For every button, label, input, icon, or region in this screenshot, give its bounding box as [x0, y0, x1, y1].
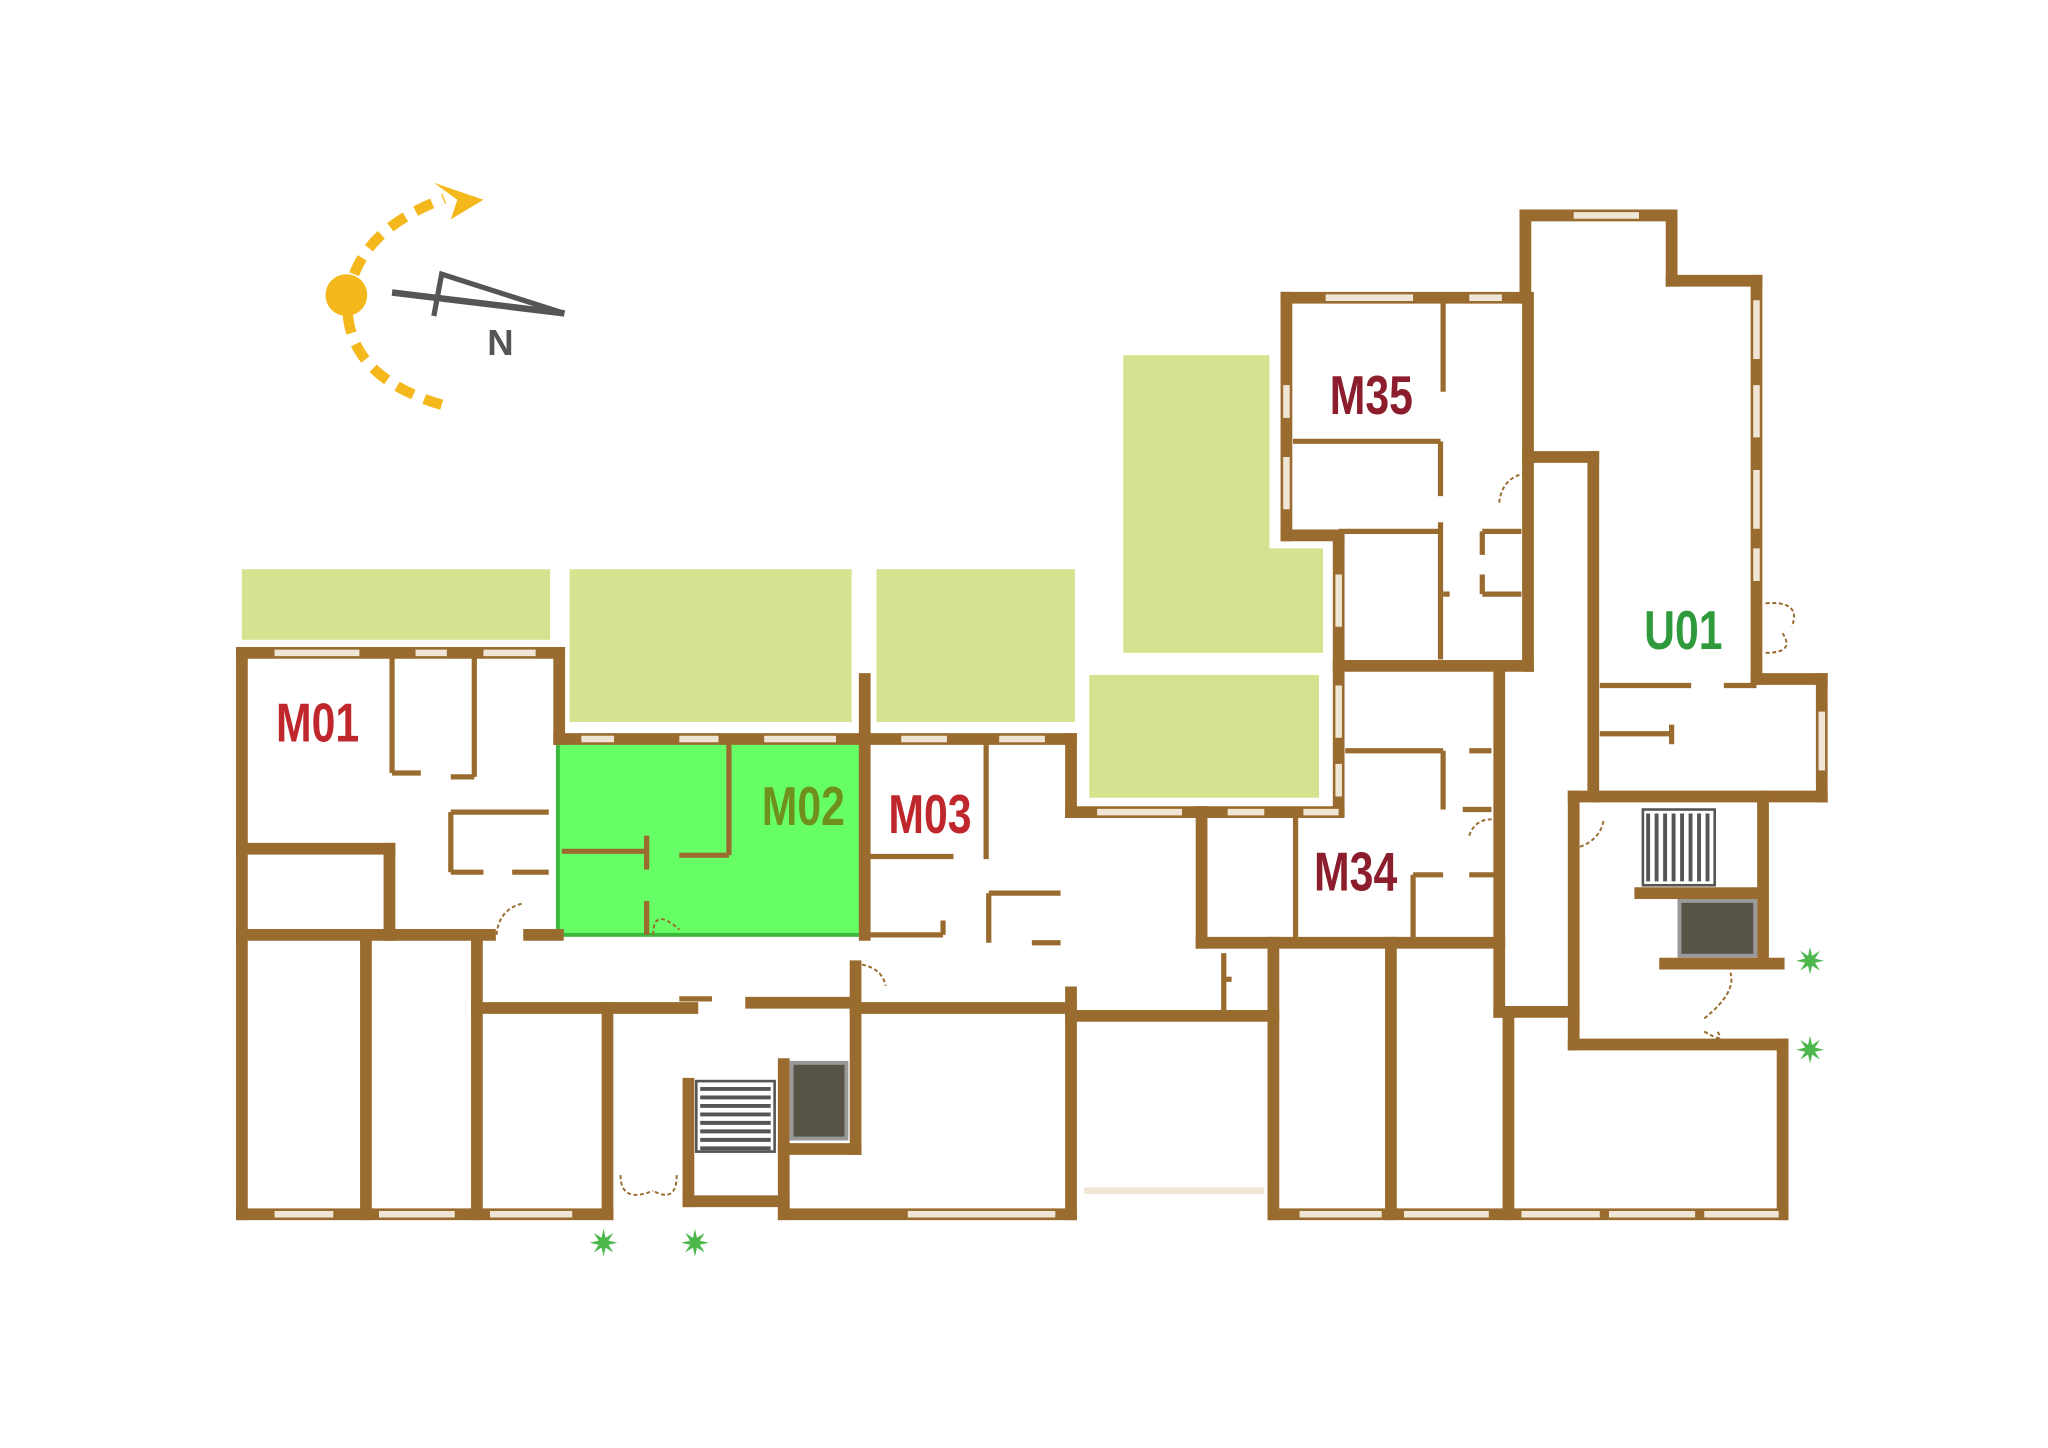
plant-icon: ✷: [680, 1222, 711, 1265]
unit-label-m35[interactable]: M35: [1330, 365, 1413, 426]
garden-area: [876, 569, 1075, 723]
interior-walls: [389, 297, 1757, 1012]
doors: [495, 471, 1796, 1196]
north-arrow-icon: [391, 270, 566, 317]
sun-icon: [325, 274, 368, 316]
unit-m02-highlight[interactable]: [555, 737, 867, 937]
garden-area: [241, 569, 551, 640]
sun-path-icon: [342, 193, 447, 410]
plant-icon: ✷: [1795, 1029, 1826, 1072]
plant-icon: ✷: [1795, 940, 1826, 983]
unit-label-m01[interactable]: M01: [276, 693, 359, 754]
unit-label-m02[interactable]: M02: [762, 776, 845, 837]
unit-label-m03[interactable]: M03: [888, 784, 971, 845]
entrance-plants: ✷ ✷ ✷ ✷: [588, 940, 1825, 1265]
unit-label-u01[interactable]: U01: [1644, 600, 1722, 661]
garden-area: [569, 569, 852, 723]
plant-icon: ✷: [588, 1222, 619, 1265]
gardens: [241, 355, 1324, 798]
elevator: [789, 1060, 849, 1141]
garden-area: [1089, 675, 1320, 798]
windows: [274, 212, 1826, 1218]
sun-arrow-icon: [433, 182, 484, 220]
garden-area: [1123, 355, 1324, 653]
north-label: N: [487, 322, 513, 363]
compass: N: [325, 182, 566, 410]
unit-label-m34[interactable]: M34: [1314, 841, 1398, 902]
stair-steps: [700, 813, 1710, 1151]
unit-labels: M01 M02 M03 M35 M34 U01: [276, 365, 1723, 903]
elevator: [1677, 898, 1758, 958]
